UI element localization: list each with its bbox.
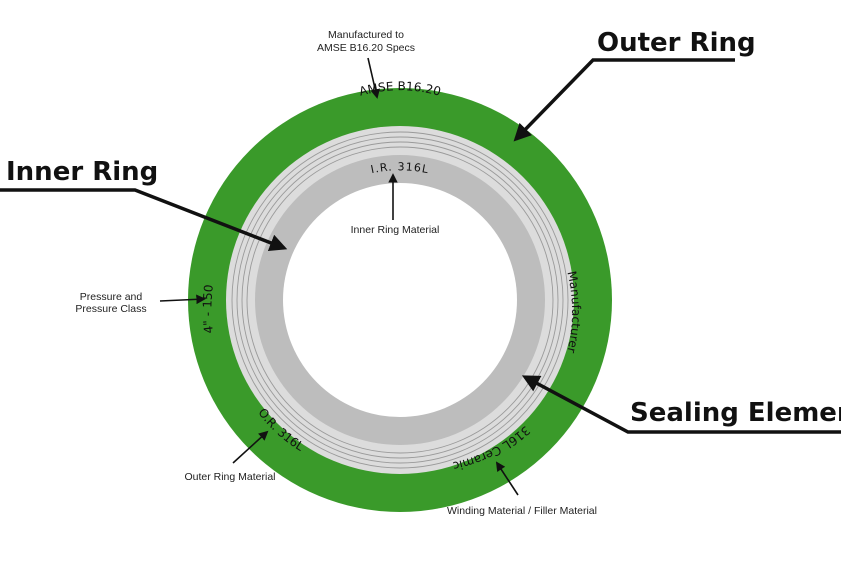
outer-ring-label: Outer Ring	[597, 28, 756, 58]
pressure-arrow	[159, 294, 206, 305]
winding-material-arrow	[495, 461, 519, 496]
sealing-element-label: Sealing Element	[630, 398, 841, 428]
winding-material-label: Winding Material / Filler Material	[447, 505, 597, 517]
outer-ring-material-arrow	[232, 430, 269, 464]
outer-ring-material-label: Outer Ring Material	[184, 471, 275, 483]
manufactured-label-line1: Manufactured to	[328, 29, 404, 41]
winding-lines	[231, 131, 569, 469]
manufactured-arrow	[367, 57, 380, 99]
pressure-label-line1: Pressure and	[80, 291, 143, 303]
ring-label-inner: I.R. 316L	[370, 160, 431, 176]
ring-label-left: 4" - 150	[200, 284, 216, 334]
ring-label-right: Manufacturer	[564, 270, 583, 355]
inner-ring-label: Inner Ring	[6, 157, 158, 187]
pressure-label-line2: Pressure Class	[75, 303, 146, 315]
inner-ring-material-label: Inner Ring Material	[351, 224, 440, 236]
center-hole	[283, 183, 517, 417]
outer-ring-arrow	[513, 58, 735, 142]
manufactured-label-line2: AMSE B16.20 Specs	[317, 42, 415, 54]
inner-ring-arrow	[0, 188, 288, 252]
sealing-element-arrow	[521, 375, 841, 434]
